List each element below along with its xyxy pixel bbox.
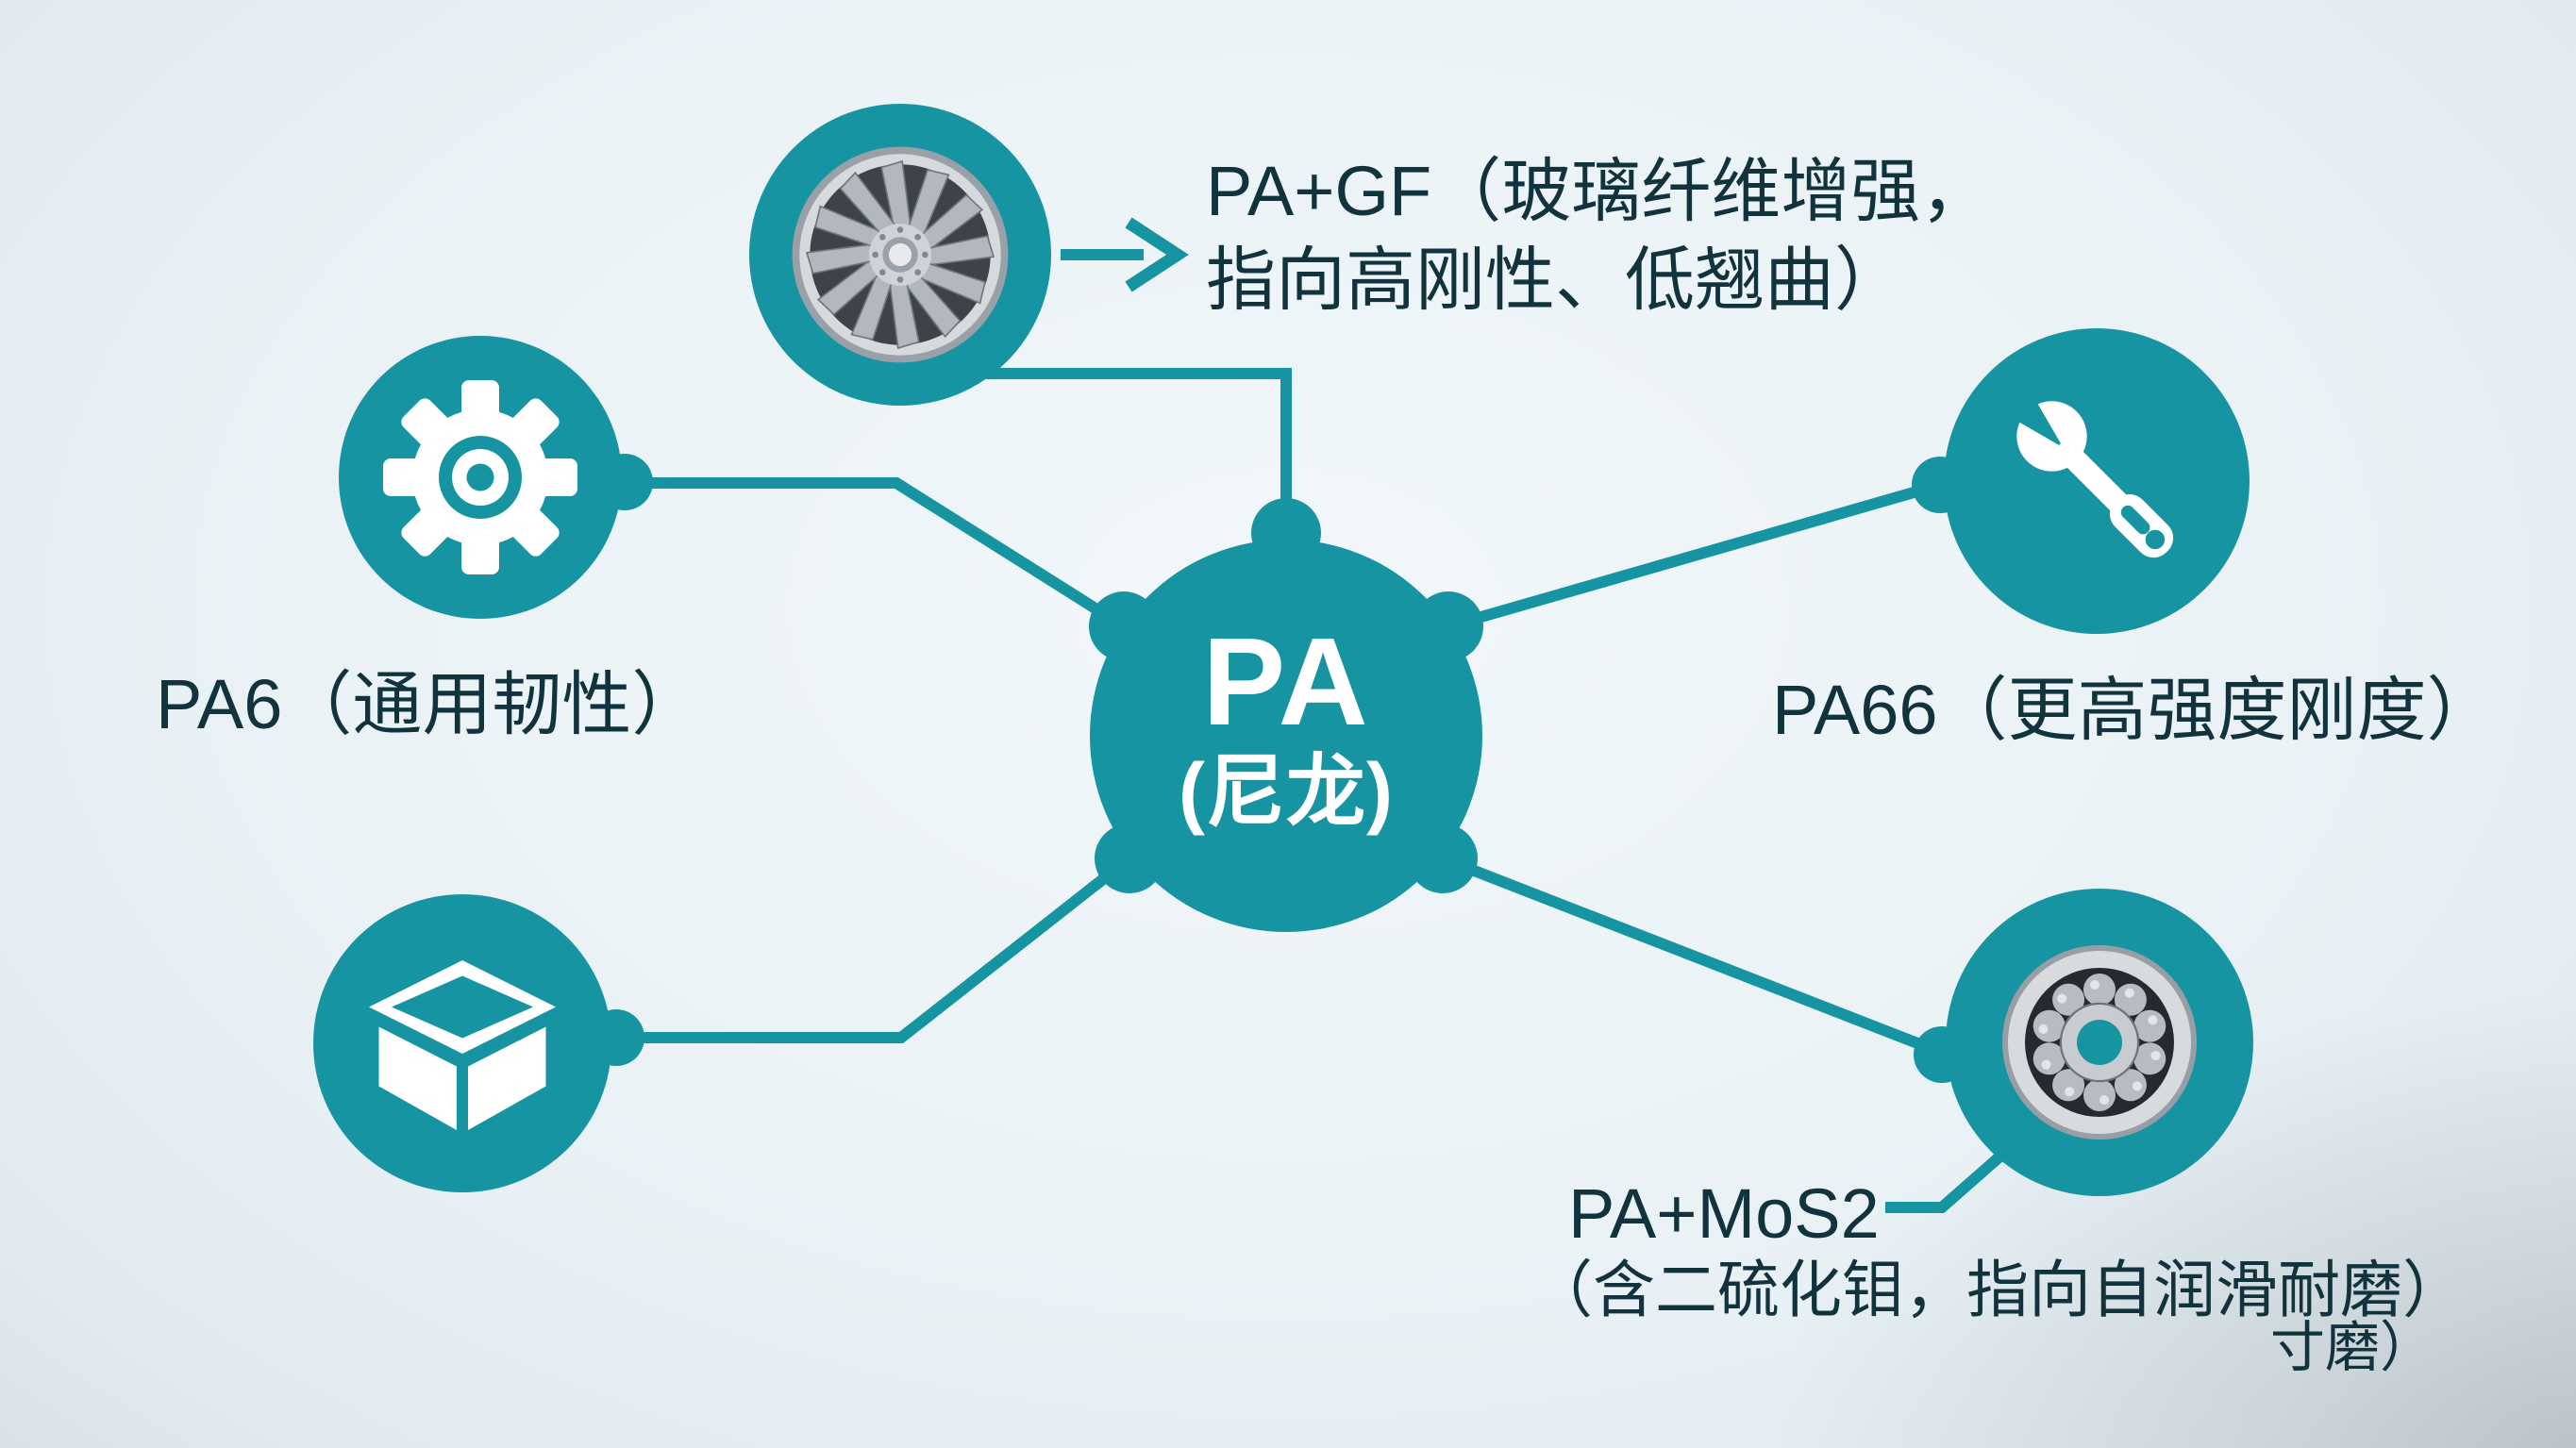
wrench-node-circle [1944,328,2250,634]
connector-turbine-center [944,368,1292,533]
connector-mos2-label [1885,1148,2008,1213]
center-node-circle [1090,540,1482,932]
turbine-icon [792,146,1009,363]
box-node-circle [313,894,611,1192]
label-pamos2-desc: （含二硫化钼，指向自润滑耐磨） [1531,1255,2465,1324]
gear-node-circle [339,336,622,619]
connector-box-center [585,854,1133,1043]
arrow-icon [1061,217,1189,292]
center-node-label: PA (尼龙) [1050,618,1522,837]
label-pagf: PA+GF（玻璃纤维增强， 指向高刚性、低翘曲） [1206,147,1990,325]
bearing-icon [2002,945,2197,1140]
center-title: PA [1202,612,1370,751]
gear-icon [383,380,577,574]
wrench-icon [2001,386,2174,558]
label-pagf-line1: PA+GF（玻璃纤维增强， [1206,152,1991,230]
label-pagf-line2: 指向高刚性、低翘曲） [1206,241,1904,319]
connector-wrench-center [1447,479,1942,632]
bearing-node-circle [1946,889,2253,1196]
box-icon [369,960,556,1130]
turbine-node-circle [749,104,1051,406]
label-pamos2-title: PA+MoS2 [1568,1174,1880,1253]
center-subtitle: (尼龙) [1179,747,1394,836]
connector-bearing-center [1440,853,1945,1058]
label-pa66: PA66（更高强度刚度） [1772,671,2497,749]
label-pa6: PA6（通用韧性） [156,665,702,743]
connector-gear-center [576,477,1128,632]
label-artifact-fragment: 寸磨） [2270,1317,2435,1378]
